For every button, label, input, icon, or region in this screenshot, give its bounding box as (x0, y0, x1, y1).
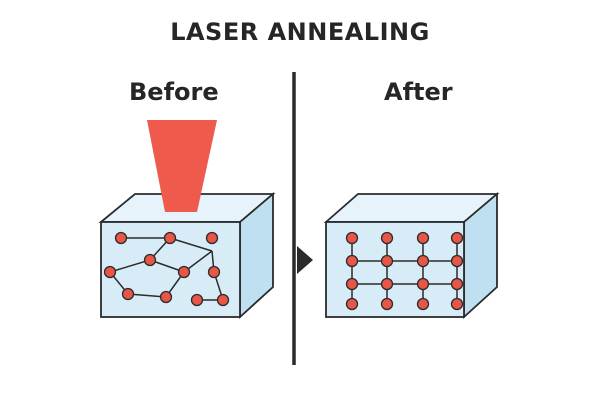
atom (380, 231, 394, 245)
atom (345, 277, 359, 291)
atom (190, 293, 204, 307)
atom (450, 254, 464, 268)
atom (216, 293, 230, 307)
network-bond (197, 250, 225, 301)
atom (205, 231, 219, 245)
atom (345, 231, 359, 245)
atom (416, 254, 430, 268)
atom (114, 231, 128, 245)
before-label: Before (129, 78, 219, 106)
atom (103, 265, 117, 279)
after-lattice-bonds (351, 238, 458, 304)
atom (450, 297, 464, 311)
diagram-title: LASER ANNEALING (170, 18, 430, 46)
atom (450, 231, 464, 245)
atom (159, 290, 173, 304)
after-block (323, 192, 500, 320)
atom (450, 277, 464, 291)
atom (416, 231, 430, 245)
atom (380, 277, 394, 291)
right-arrow-icon (297, 246, 313, 274)
atom (380, 254, 394, 268)
after-lattice-atoms (345, 231, 464, 311)
atom (177, 265, 191, 279)
atom (207, 265, 221, 279)
atom (345, 254, 359, 268)
atom (380, 297, 394, 311)
atom (416, 277, 430, 291)
laser-beam (147, 120, 217, 212)
atom (143, 253, 157, 267)
before-atoms (103, 231, 230, 307)
atom (345, 297, 359, 311)
atom (163, 231, 177, 245)
atom (121, 287, 135, 301)
after-label: After (384, 78, 453, 106)
atom (416, 297, 430, 311)
